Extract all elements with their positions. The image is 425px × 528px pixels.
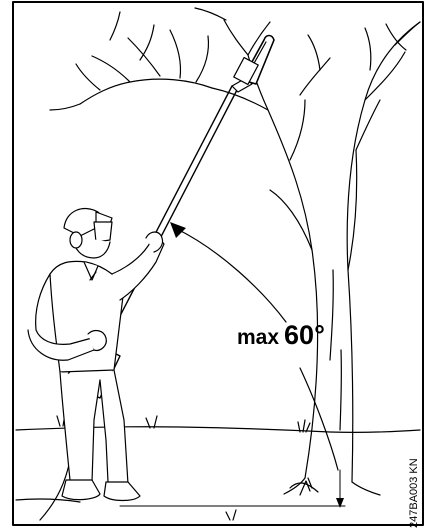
operator xyxy=(28,209,164,501)
angle-arc xyxy=(175,228,286,322)
max-word: max xyxy=(237,326,279,349)
max-angle-value: 60° xyxy=(284,320,325,350)
figure-code: 247BA003 KN xyxy=(409,458,420,528)
arc-arrowhead xyxy=(170,222,186,238)
